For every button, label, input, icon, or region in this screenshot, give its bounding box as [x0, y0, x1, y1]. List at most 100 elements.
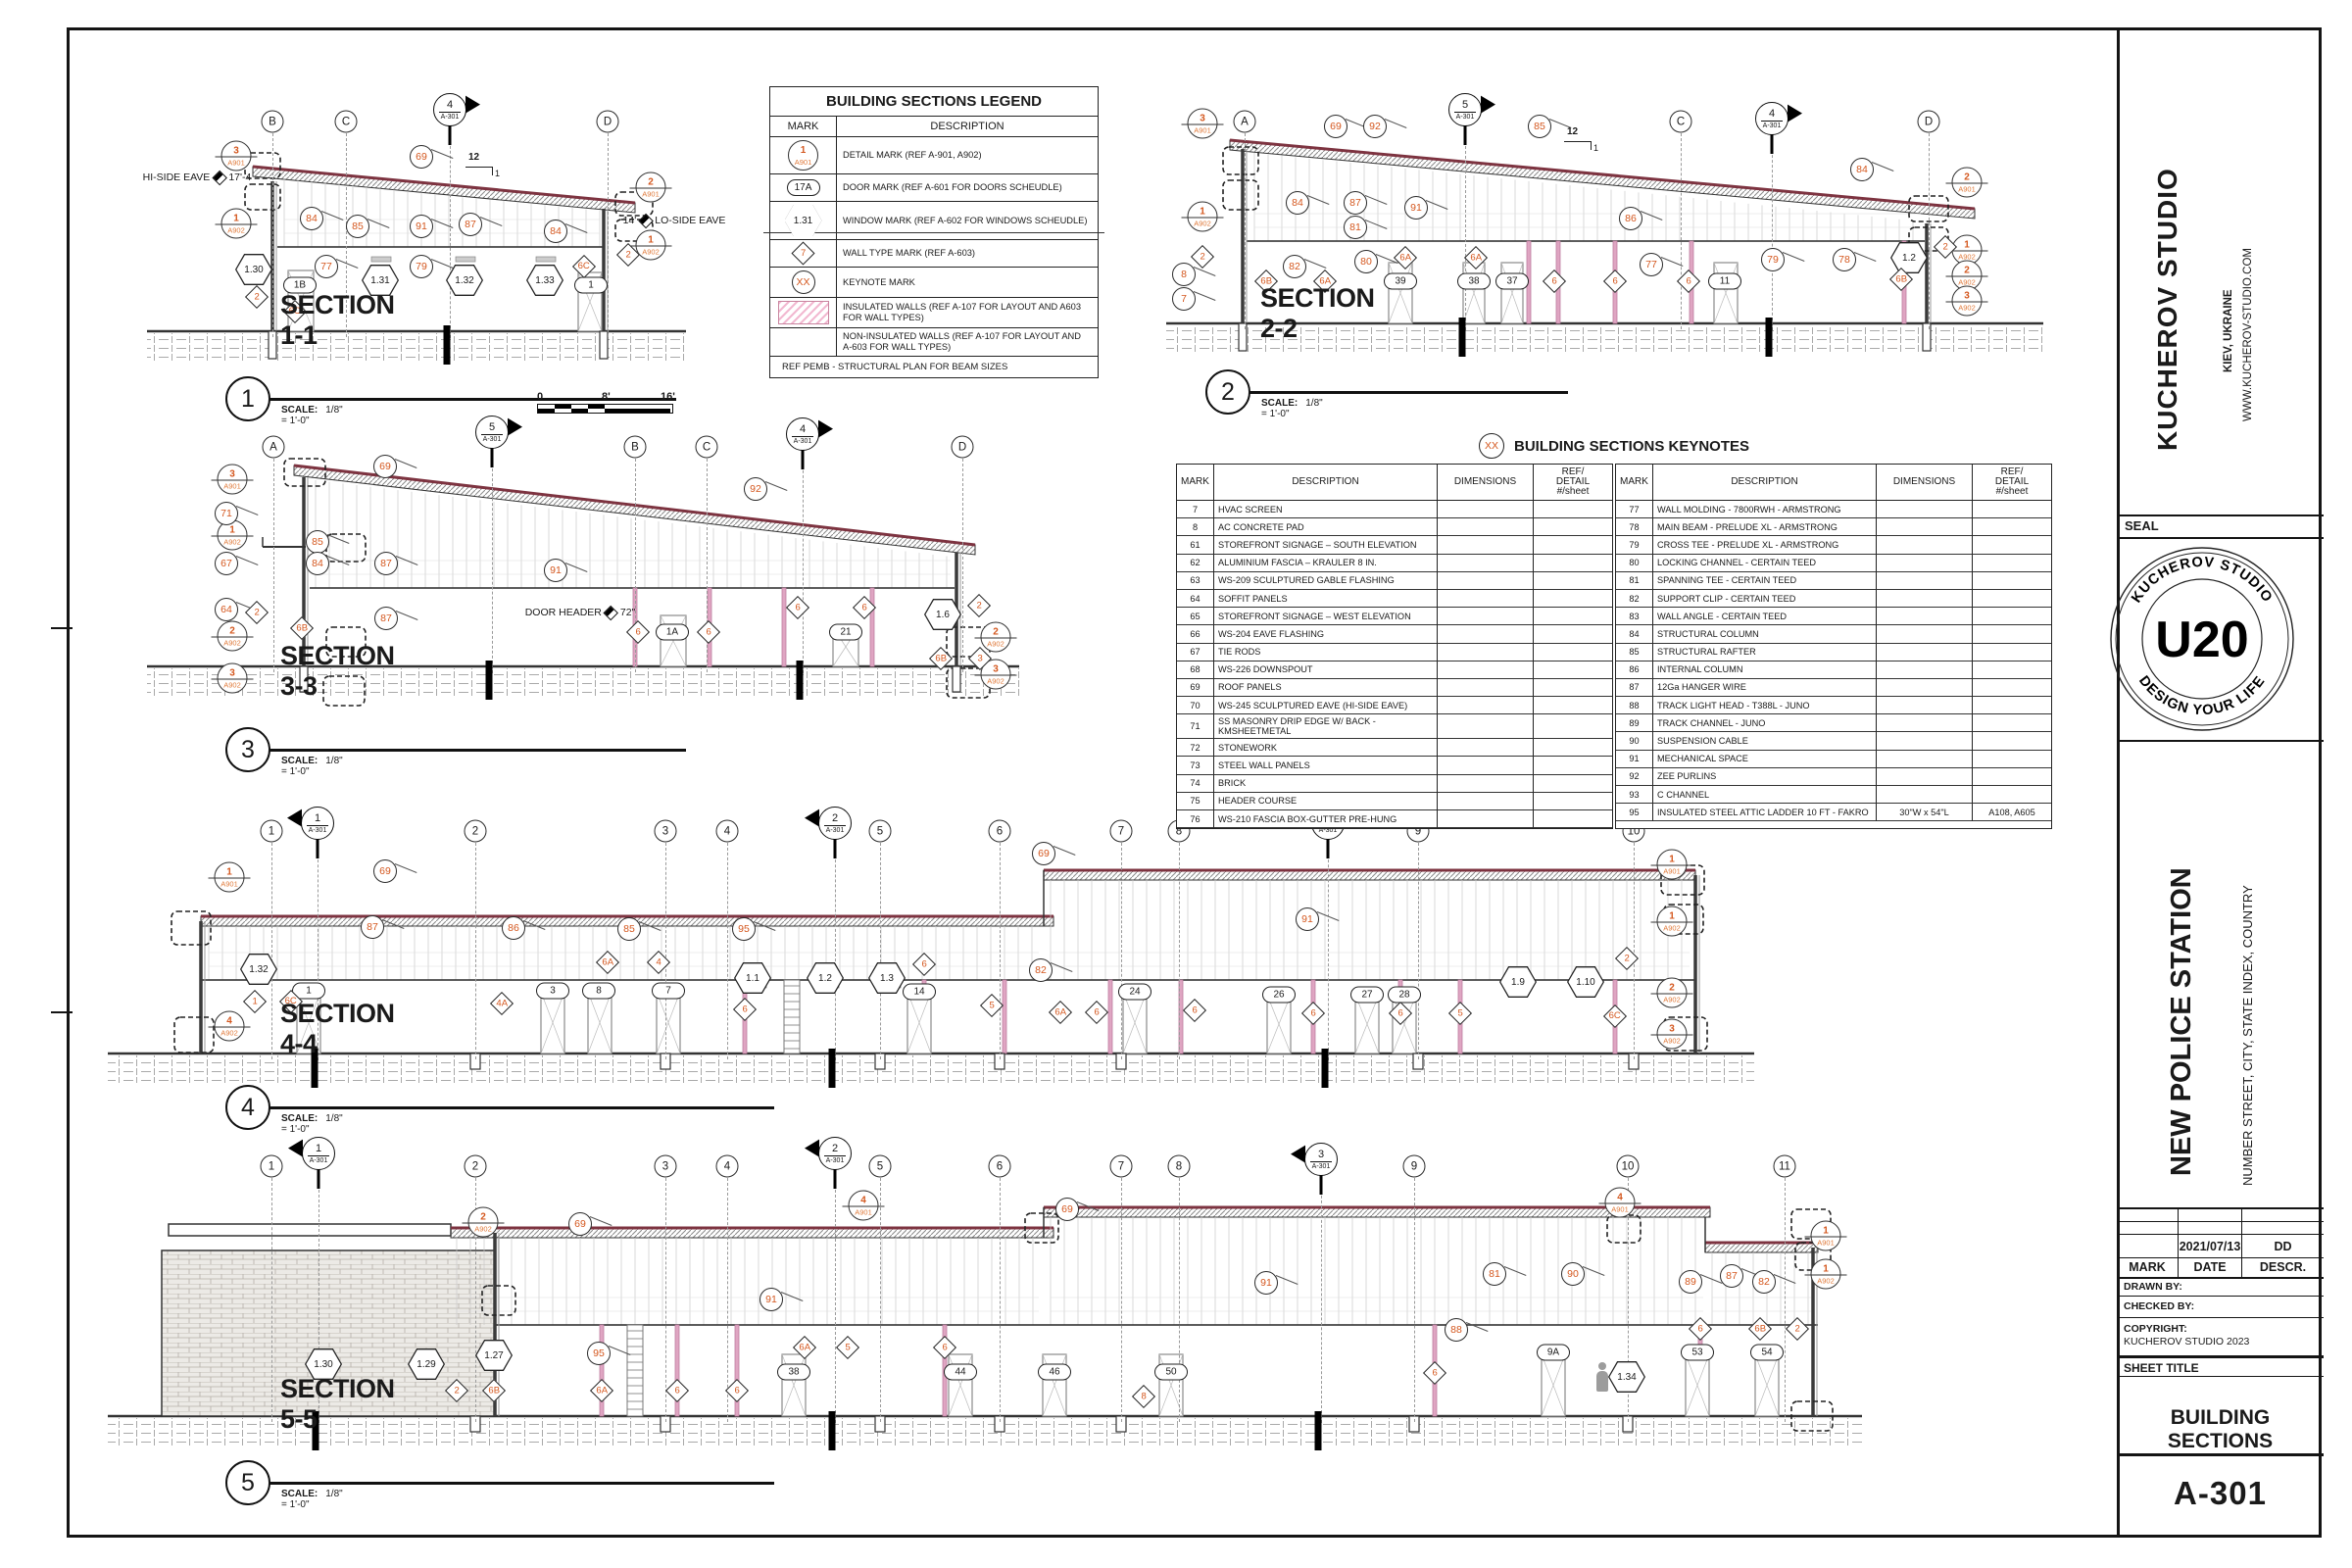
grid-bubble-6: 6	[988, 819, 1011, 843]
keynote-cell	[1534, 739, 1612, 758]
section-cut-bar	[1321, 1049, 1329, 1088]
keynotes-col-mark: MARK	[1177, 465, 1214, 501]
flag-cut-line	[801, 450, 805, 469]
keynote-mark-82: 82	[1752, 1270, 1776, 1294]
keynote-cell: 93	[1616, 786, 1653, 805]
human-figure	[1595, 1362, 1609, 1392]
grid-line-1	[271, 843, 272, 1059]
keynote-cell	[1534, 625, 1612, 644]
section-cut-line-2	[835, 840, 836, 1060]
keynote-cell	[1973, 608, 2051, 626]
keynote-cell: 30"W x 54"L	[1877, 804, 1973, 822]
window-mark-1.3: 1.3	[868, 962, 906, 994]
grid-line-D	[1929, 133, 1930, 329]
keynote-mark-81: 81	[1344, 216, 1367, 239]
keynote-cell: WS-204 EAVE FLASHING	[1214, 625, 1438, 644]
grid-bubble-2: 2	[464, 819, 487, 843]
section-cut-line-5	[492, 449, 493, 673]
hex-inner	[869, 963, 905, 993]
legend-row: NON-INSULATED WALLS (REF A-107 FOR LAYOU…	[770, 328, 1098, 357]
door-mark-1B: 1B	[283, 276, 317, 294]
keynote-mark-79: 79	[410, 255, 433, 278]
keynote-cell	[1877, 786, 1973, 805]
window-mark-1.33: 1.33	[526, 265, 564, 296]
grid-bubble-A: A	[262, 435, 285, 459]
building-sections-legend: BUILDING SECTIONS LEGEND MARK DESCRIPTIO…	[769, 86, 1099, 378]
grid-line-C	[346, 133, 347, 337]
elevation-target-icon	[603, 605, 619, 620]
keynote-mark-8: 8	[1172, 263, 1196, 286]
checked-by-label: CHECKED BY:	[2124, 1300, 2195, 1312]
grid-line-D	[962, 459, 963, 672]
keynote-cell: 82	[1616, 589, 1653, 609]
keynote-cell	[1534, 793, 1612, 810]
keynote-mark-89: 89	[1679, 1270, 1702, 1294]
hex-inner	[1609, 1362, 1644, 1392]
grid-bubble-2: 2	[464, 1154, 487, 1178]
keynote-cell	[1438, 678, 1534, 698]
keynote-cell	[1877, 589, 1973, 609]
keynote-mark-85: 85	[346, 215, 369, 238]
keynotes-col-dimensions: DIMENSIONS	[1877, 465, 1973, 501]
keynote-cell: STEEL WALL PANELS	[1214, 757, 1438, 775]
flag-cut-line	[833, 839, 837, 858]
hex-inner	[527, 266, 563, 295]
grid-bubble-9: 9	[1402, 1154, 1426, 1178]
grid-line-4	[727, 843, 728, 1059]
flag-cut-line	[1319, 1175, 1323, 1195]
hex-inner	[306, 1349, 341, 1379]
keynote-cell	[1877, 501, 1973, 519]
keynote-cell: WS-226 DOWNSPOUT	[1214, 661, 1438, 679]
door-mark-27: 27	[1350, 986, 1384, 1004]
keynotes-col-desc: DESCRIPTION	[1214, 465, 1438, 501]
grid-bubble-3: 3	[654, 1154, 677, 1178]
keynote-cell	[1877, 608, 1973, 626]
keynote-cell	[1534, 714, 1612, 740]
keynote-cell: CROSS TEE - PRELUDE XL - ARMSTRONG	[1653, 536, 1877, 555]
keynote-cell: ZEE PURLINS	[1653, 767, 1877, 786]
window-mark-1.30: 1.30	[305, 1348, 342, 1380]
keynotes-col-dimensions: DIMENSIONS	[1438, 465, 1534, 501]
keynote-cell: 80	[1616, 554, 1653, 572]
section-cut-bar	[796, 661, 804, 700]
keynote-cell: C CHANNEL	[1653, 786, 1877, 805]
legend-col-mark: MARK	[770, 117, 837, 136]
grid-line-7	[1121, 843, 1122, 1059]
keynote-cell: MECHANICAL SPACE	[1653, 750, 1877, 768]
section-scale: SCALE:1/8" = 1'-0"	[281, 1113, 343, 1135]
keynote-mark-77: 77	[315, 255, 338, 278]
keynote-cell: STOREFRONT SIGNAGE – WEST ELEVATION	[1214, 608, 1438, 626]
keynote-cell: 78	[1616, 518, 1653, 537]
keynote-cell: WALL MOLDING - 7800RWH - ARMSTRONG	[1653, 501, 1877, 519]
door-mark-1: 1	[292, 982, 325, 1000]
revision-col-descr: DESCR.	[2259, 1260, 2307, 1274]
window-mark-1.31: 1.31	[362, 265, 399, 296]
keynote-cell	[1973, 732, 2051, 751]
keynote-cell: SS MASONRY DRIP EDGE W/ BACK - KMSHEETME…	[1214, 714, 1438, 740]
flag-cut-line	[317, 1169, 320, 1189]
keynote-mark-85: 85	[617, 917, 641, 941]
section-scale: SCALE:1/8" = 1'-0"	[281, 756, 343, 777]
keynote-cell: WALL ANGLE - CERTAIN TEED	[1653, 608, 1877, 626]
keynote-mark-95: 95	[587, 1342, 611, 1365]
door-mark-37: 37	[1495, 272, 1529, 290]
keynote-mark-91: 91	[1404, 196, 1428, 220]
keynote-mark-69: 69	[1055, 1198, 1079, 1221]
keynote-mark-69: 69	[1032, 842, 1055, 865]
fold-tick	[51, 627, 73, 629]
hex-inner	[808, 963, 843, 993]
